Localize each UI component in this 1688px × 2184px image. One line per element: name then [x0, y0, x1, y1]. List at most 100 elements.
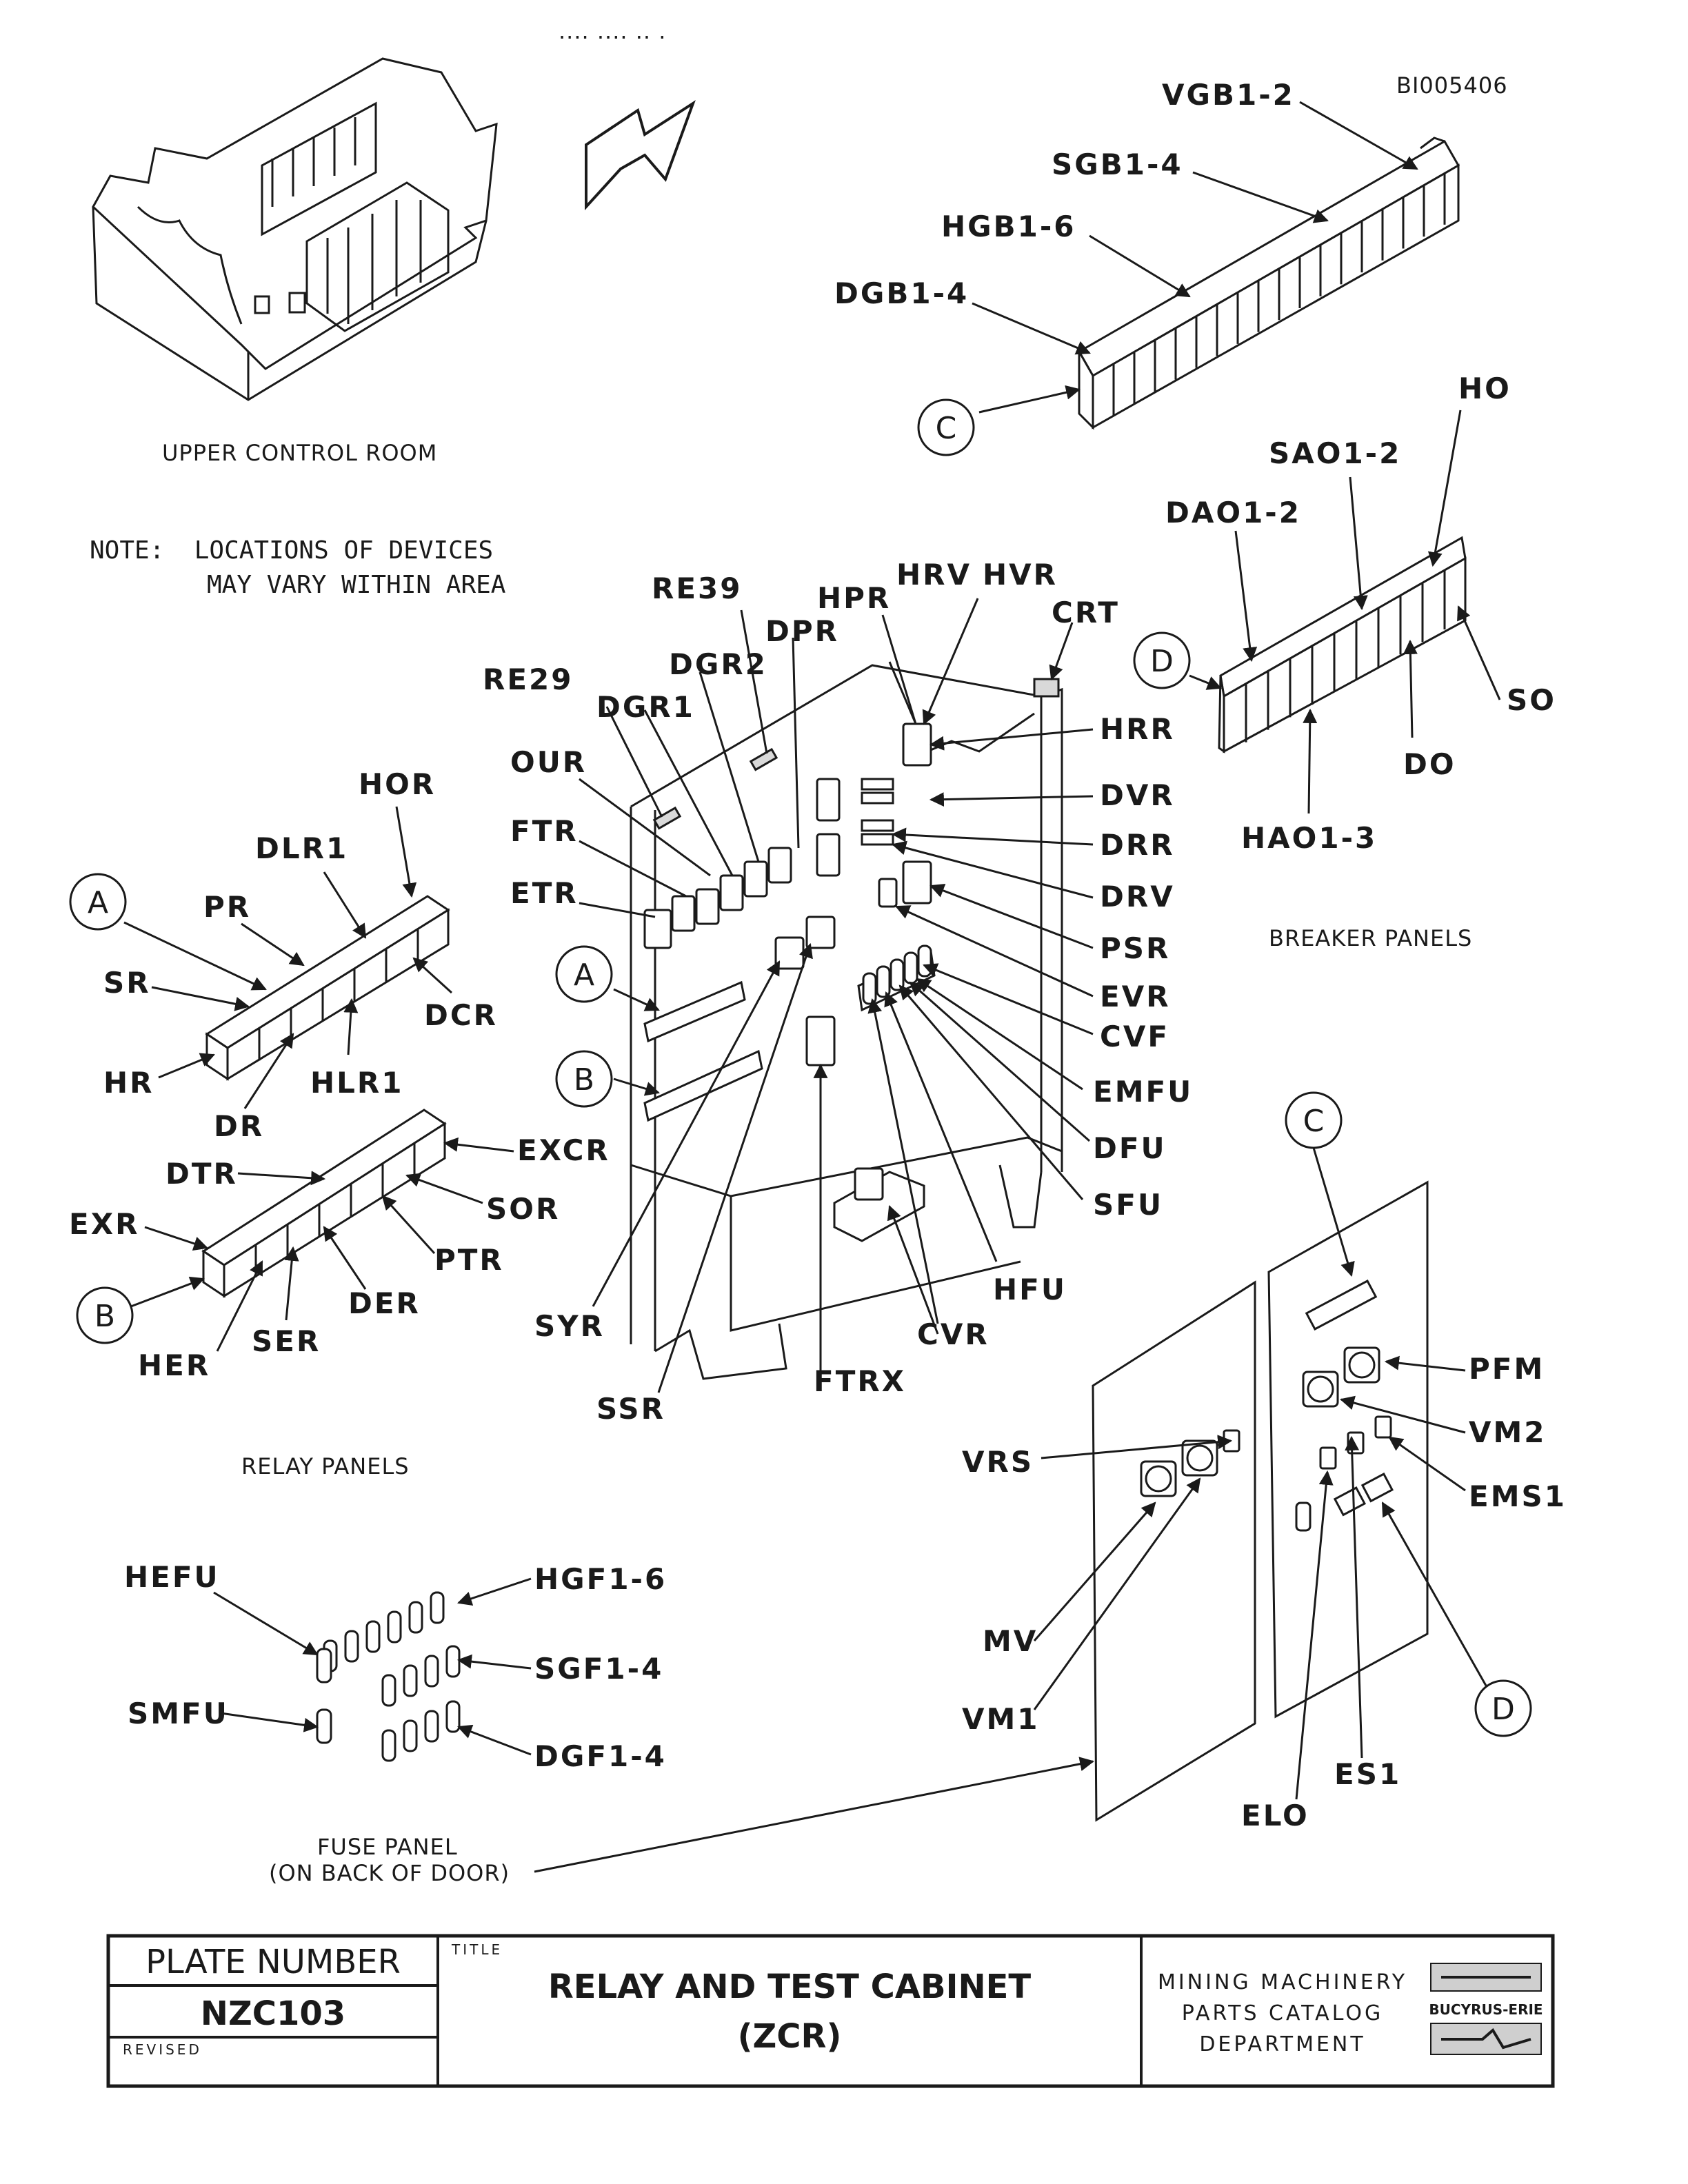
label-ems1: EMS1 — [1469, 1479, 1567, 1513]
svg-text:D: D — [1150, 644, 1174, 679]
relay-panel-b — [201, 1109, 447, 1298]
label-dgb1-4: DGB1-4 — [834, 276, 969, 310]
label-drr: DRR — [1100, 828, 1175, 862]
svg-text:BUCYRUS-ERIE: BUCYRUS-ERIE — [1429, 2001, 1543, 2018]
label-vrs: VRS — [962, 1445, 1034, 1479]
label-dao1-2: DAO1-2 — [1165, 496, 1301, 529]
reference-code: BI005406 — [1396, 72, 1508, 99]
label-hfu: HFU — [993, 1273, 1067, 1306]
title-block — [106, 1934, 1555, 2088]
label-hgb1-6: HGB1-6 — [941, 210, 1076, 243]
label-pr: PR — [203, 890, 251, 924]
label-hgf1-6: HGF1-6 — [534, 1562, 667, 1596]
svg-text:B: B — [94, 1299, 115, 1334]
bucyrus-erie-logo: BUCYRUS-ERIE — [1429, 1963, 1543, 2055]
label-evr: EVR — [1100, 980, 1171, 1013]
label-dvr: DVR — [1100, 778, 1175, 812]
label-etr: ETR — [510, 876, 579, 910]
label-hefu: HEFU — [124, 1560, 220, 1594]
relay-cabinet — [630, 661, 1063, 1380]
label-sgf1-4: SGF1-4 — [534, 1652, 663, 1686]
plate-number-label: PLATE NUMBER — [145, 1943, 401, 1981]
label-dtr: DTR — [165, 1157, 238, 1191]
label-cvr: CVR — [917, 1317, 989, 1351]
caption-fuse-panel-2: (ON BACK OF DOOR) — [269, 1860, 510, 1886]
svg-text:C: C — [1303, 1104, 1325, 1139]
label-emfu: EMFU — [1093, 1075, 1193, 1109]
callout-d-door: D — [1474, 1679, 1532, 1737]
note-line-2: MAY VARY WITHIN AREA — [207, 571, 506, 599]
note-line-1: NOTE: LOCATIONS OF DEVICES — [90, 536, 493, 565]
meter-mv — [1140, 1460, 1177, 1497]
label-mv: MV — [983, 1624, 1038, 1658]
callout-a-cabinet: A — [555, 945, 613, 1003]
label-sgb1-4: SGB1-4 — [1052, 148, 1183, 181]
label-dgr1: DGR1 — [596, 690, 695, 724]
callout-a-relay-panel: A — [69, 873, 127, 931]
dept-line-2: PARTS CATALOG — [1182, 2001, 1383, 2025]
label-cvf: CVF — [1100, 1020, 1169, 1053]
callout-d-top: D — [1133, 631, 1191, 689]
label-pfm: PFM — [1469, 1352, 1545, 1386]
label-hor: HOR — [359, 767, 436, 801]
label-sao1-2: SAO1-2 — [1269, 436, 1401, 470]
callout-c-top: C — [917, 398, 975, 456]
label-elo: ELO — [1241, 1799, 1309, 1832]
label-vm1: VM1 — [962, 1702, 1040, 1736]
svg-text:B: B — [574, 1062, 594, 1098]
label-dgr2: DGR2 — [669, 647, 767, 681]
meter-pfm — [1343, 1346, 1380, 1384]
title-line-1: RELAY AND TEST CABINET — [548, 1968, 1032, 2006]
label-hpr: HPR — [817, 581, 891, 615]
label-hlr1: HLR1 — [310, 1066, 403, 1100]
label-ser: SER — [252, 1324, 321, 1358]
callout-c-door: C — [1285, 1091, 1343, 1149]
label-psr: PSR — [1100, 931, 1170, 965]
label-hao1-3: HAO1-3 — [1241, 821, 1377, 855]
label-ftr: FTR — [510, 814, 579, 848]
meter-vm2 — [1302, 1371, 1339, 1408]
label-es1: ES1 — [1334, 1757, 1401, 1791]
title-label: TITLE — [451, 1941, 503, 1958]
dept-line-1: MINING MACHINERY — [1158, 1970, 1407, 1994]
label-dr: DR — [214, 1109, 264, 1143]
label-ftrx: FTRX — [814, 1364, 906, 1398]
label-our: OUR — [510, 745, 587, 779]
label-ptr: PTR — [434, 1243, 504, 1277]
label-syr: SYR — [534, 1309, 605, 1343]
label-excr: EXCR — [517, 1133, 610, 1167]
breaker-panel-c — [1077, 136, 1460, 430]
label-dpr: DPR — [765, 614, 839, 648]
label-hvr: HVR — [983, 558, 1058, 592]
label-ssr: SSR — [596, 1392, 665, 1426]
label-re29: RE29 — [483, 663, 573, 696]
title-line-2: (ZCR) — [738, 2017, 842, 2056]
upper-control-room-sketch — [92, 57, 498, 401]
label-dfu: DFU — [1093, 1131, 1167, 1165]
revised-label: REVISED — [123, 2041, 202, 2058]
label-dgf1-4: DGF1-4 — [534, 1739, 667, 1773]
label-dcr: DCR — [424, 998, 498, 1032]
label-sor: SOR — [486, 1192, 560, 1226]
header-scribble: ···· ···· ·· · — [559, 24, 666, 50]
callout-b-relay-panel: B — [76, 1286, 134, 1344]
door-panel-left — [1092, 1280, 1256, 1822]
label-der: DER — [348, 1286, 421, 1320]
label-vm2: VM2 — [1469, 1415, 1547, 1449]
svg-text:A: A — [88, 885, 108, 920]
caption-fuse-panel-1: FUSE PANEL — [317, 1834, 458, 1860]
label-hrr: HRR — [1100, 712, 1175, 746]
label-her: HER — [138, 1348, 210, 1382]
breaker-panel-d — [1218, 536, 1467, 754]
caption-breaker-panels: BREAKER PANELS — [1269, 925, 1472, 951]
label-do: DO — [1403, 747, 1456, 781]
label-sr: SR — [103, 966, 151, 1000]
label-drv: DRV — [1100, 880, 1175, 913]
label-exr: EXR — [69, 1207, 139, 1241]
fuse-panel — [316, 1591, 461, 1762]
label-so: SO — [1507, 683, 1556, 717]
caption-relay-panels: RELAY PANELS — [241, 1453, 410, 1479]
label-re39: RE39 — [652, 572, 742, 605]
label-sfu: SFU — [1093, 1188, 1163, 1222]
label-hr: HR — [103, 1066, 154, 1100]
